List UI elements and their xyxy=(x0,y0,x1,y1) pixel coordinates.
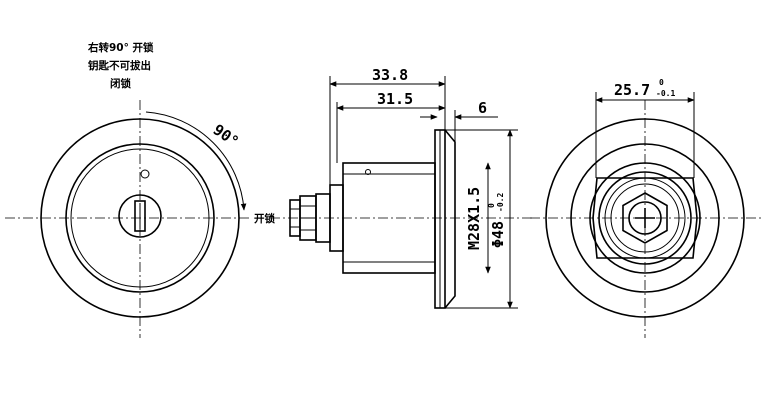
body-hole xyxy=(365,169,371,175)
keyway-slot xyxy=(134,200,146,232)
rotation-arc xyxy=(145,111,247,211)
rear-width-label: 25.7 xyxy=(614,81,650,99)
front-indicator-dot xyxy=(140,169,150,179)
dim-flange: 6 xyxy=(478,99,487,117)
front-inner-ring xyxy=(70,148,210,288)
dia-tol-upper: 0 xyxy=(487,203,496,208)
key-cylinder xyxy=(118,194,162,238)
rear-thread-ring xyxy=(598,171,692,265)
dim-total: 33.8 xyxy=(372,66,408,84)
rear-cam-outline xyxy=(592,177,698,259)
thread-label: M28X1.5 xyxy=(465,187,483,250)
rear-body-ring xyxy=(589,162,701,274)
rear-face-ring xyxy=(570,143,720,293)
rear-hex-nut xyxy=(622,192,668,244)
rear-tol-upper: 0 xyxy=(659,78,664,87)
rear-tol-lower: -0.1 xyxy=(656,89,675,98)
rear-outer-ring xyxy=(545,118,745,318)
dim-body: 31.5 xyxy=(377,90,413,108)
note-line-2: 钥匙不可拔出 xyxy=(88,59,151,72)
dia-tol-lower: -0.2 xyxy=(496,193,505,212)
side-view: 33.8 31.5 6 M28X1.5 Φ48 0 -0.2 xyxy=(270,66,535,309)
front-view: 右转90° 开锁 钥匙不可拔出 闭锁 90° 开锁 xyxy=(5,41,275,338)
rear-screw-head xyxy=(628,201,662,235)
note-line-3: 闭锁 xyxy=(110,77,131,90)
angle-label: 90° xyxy=(210,121,243,151)
open-label: 开锁 xyxy=(254,212,275,225)
front-face-ring xyxy=(65,143,215,293)
note-line-1: 右转90° 开锁 xyxy=(87,41,154,54)
front-outer-ring xyxy=(40,118,240,318)
diameter-label: Φ48 xyxy=(489,221,507,248)
flange-bevel xyxy=(444,129,456,309)
rear-view: 25.7 0 -0.1 xyxy=(530,78,762,338)
screw-head xyxy=(289,199,301,237)
